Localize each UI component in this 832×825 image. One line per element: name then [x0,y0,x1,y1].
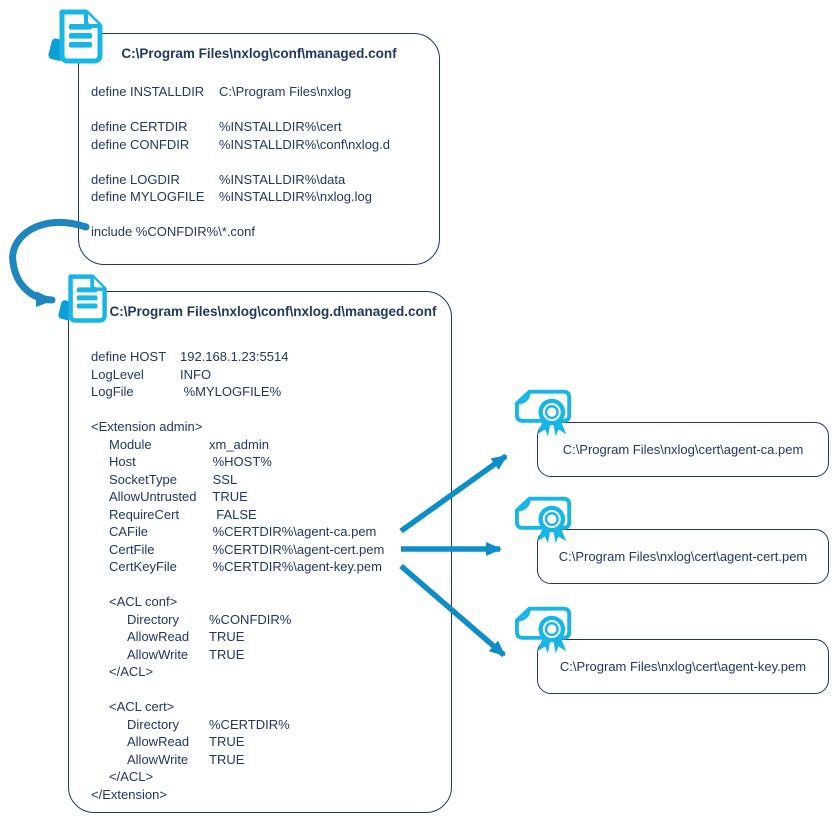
config-value: INFO [180,366,212,382]
config-key: define CERTDIR [91,119,188,134]
blank-line [91,576,447,594]
file-path-title: C:\Program Files\nxlog\conf\nxlog.d\mana… [109,304,437,319]
config-key: CertKeyFile [109,559,177,574]
config-line: Host %HOST% [91,453,447,471]
config-key: </Extension> [91,786,167,802]
config-value: %CERTDIR%\agent-cert.pem [209,541,385,557]
config-line: SocketType SSL [91,471,447,489]
config-line: define INSTALLDIR C:\Program Files\nxlog [91,83,435,101]
blank-line [91,681,447,699]
config-key: LogFile [91,384,134,399]
config-key: define LOGDIR [91,171,180,187]
config-line: </ACL> [91,663,447,681]
config-key: </ACL> [109,769,154,784]
config-line: </ACL> [91,768,447,786]
config-key: AllowRead [127,734,190,749]
config-key: Module [109,436,152,452]
config-line: AllowWrite TRUE [91,646,447,664]
config-line: <Extension admin> [91,418,447,436]
config-key: AllowWrite [127,751,189,767]
config-value: 192.168.1.23:5514 [180,349,289,364]
config-value: %INSTALLDIR%\nxlog.log [219,189,372,204]
config-line: AllowRead TRUE [91,733,447,751]
config-key: AllowRead [127,629,190,644]
config-key: <ACL conf> [109,594,178,609]
config-line: CertKeyFile %CERTDIR%\agent-key.pem [91,558,447,576]
cert-path-label: C:\Program Files\nxlog\cert\agent-cert.p… [558,549,808,564]
config-key: include %CONFDIR%\*.conf [91,224,255,239]
config-line: CertFile %CERTDIR%\agent-cert.pem [91,541,447,559]
config-key: Directory [127,716,180,732]
config-key: define CONFDIR [91,136,190,152]
config-value: FALSE [209,506,257,522]
config-key: Directory [127,611,180,627]
config-value: TRUE [209,646,245,662]
cert-box-agent-key: C:\Program Files\nxlog\cert\agent-key.pe… [537,639,829,694]
config-key: CAFile [109,524,149,539]
config-key: CertFile [109,541,155,557]
config-line: Directory %CONFDIR% [91,611,447,629]
config-line: define MYLOGFILE %INSTALLDIR%\nxlog.log [91,188,435,206]
config-line: define CONFDIR %INSTALLDIR%\conf\nxlog.d [91,136,435,154]
cert-box-agent-ca: C:\Program Files\nxlog\cert\agent-ca.pem [537,422,829,477]
blank-line [91,401,447,419]
config-key: LogLevel [91,366,144,382]
config-value: %CERTDIR%\agent-key.pem [209,559,382,574]
config-line: Directory %CERTDIR% [91,716,447,734]
config-value: TRUE [209,629,245,644]
config-line: LogFile %MYLOGFILE% [91,383,447,401]
config-value: %CERTDIR% [209,716,290,732]
config-value: TRUE [209,489,248,504]
config-key: SocketType [109,471,177,487]
config-key: define HOST [91,349,167,364]
config-line: </Extension> [91,786,447,804]
config-line: LogLevel INFO [91,366,447,384]
config-box-managed-conf: C:\Program Files\nxlog\conf\managed.conf… [78,33,440,265]
cert-path-label: C:\Program Files\nxlog\cert\agent-key.pe… [559,659,807,674]
config-line: CAFile %CERTDIR%\agent-ca.pem [91,523,447,541]
config-value: TRUE [209,734,245,749]
config-line: define CERTDIR %INSTALLDIR%\cert [91,118,435,136]
config-line: define HOST 192.168.1.23:5514 [91,348,447,366]
config-value: TRUE [209,751,245,767]
blank-line [91,153,435,171]
config-key: define INSTALLDIR [91,84,205,99]
config-line: AllowWrite TRUE [91,751,447,769]
config-value: xm_admin [209,436,269,452]
config-key: AllowWrite [127,646,189,662]
config-key: define MYLOGFILE [91,189,205,204]
config-line: Module xm_admin [91,436,447,454]
config-key: RequireCert [109,506,180,522]
config-value: %MYLOGFILE% [180,384,282,399]
config-value: %HOST% [209,454,272,469]
config-value: %CERTDIR%\agent-ca.pem [209,524,377,539]
config-line: define LOGDIR %INSTALLDIR%\data [91,171,435,189]
blank-line [91,101,435,119]
config-key: <ACL cert> [109,699,175,714]
config-key: Host [109,454,136,469]
config-value: C:\Program Files\nxlog [219,84,352,99]
config-line: RequireCert FALSE [91,506,447,524]
config-key: AllowUntrusted [109,489,197,504]
config-value: %INSTALLDIR%\cert [219,119,342,134]
config-line: <ACL cert> [91,698,447,716]
config-key: <Extension admin> [91,419,203,434]
config-line: include %CONFDIR%\*.conf [91,223,435,241]
cert-path-label: C:\Program Files\nxlog\cert\agent-ca.pem [562,442,804,457]
config-value: %INSTALLDIR%\conf\nxlog.d [219,136,390,152]
include-to-box2-arrow [9,218,90,308]
config-value: %INSTALLDIR%\data [219,171,346,187]
config-value: SSL [209,471,238,487]
config-line: AllowUntrusted TRUE [91,488,447,506]
file-path-title: C:\Program Files\nxlog\conf\managed.conf [121,46,397,61]
config-key: </ACL> [109,664,154,679]
blank-line [91,206,435,224]
config-line: <ACL conf> [91,593,447,611]
config-box-nxlog-d-managed-conf: C:\Program Files\nxlog\conf\nxlog.d\mana… [68,291,452,813]
config-line: AllowRead TRUE [91,628,447,646]
cert-box-agent-cert: C:\Program Files\nxlog\cert\agent-cert.p… [537,529,829,584]
config-value: %CONFDIR% [209,611,292,627]
